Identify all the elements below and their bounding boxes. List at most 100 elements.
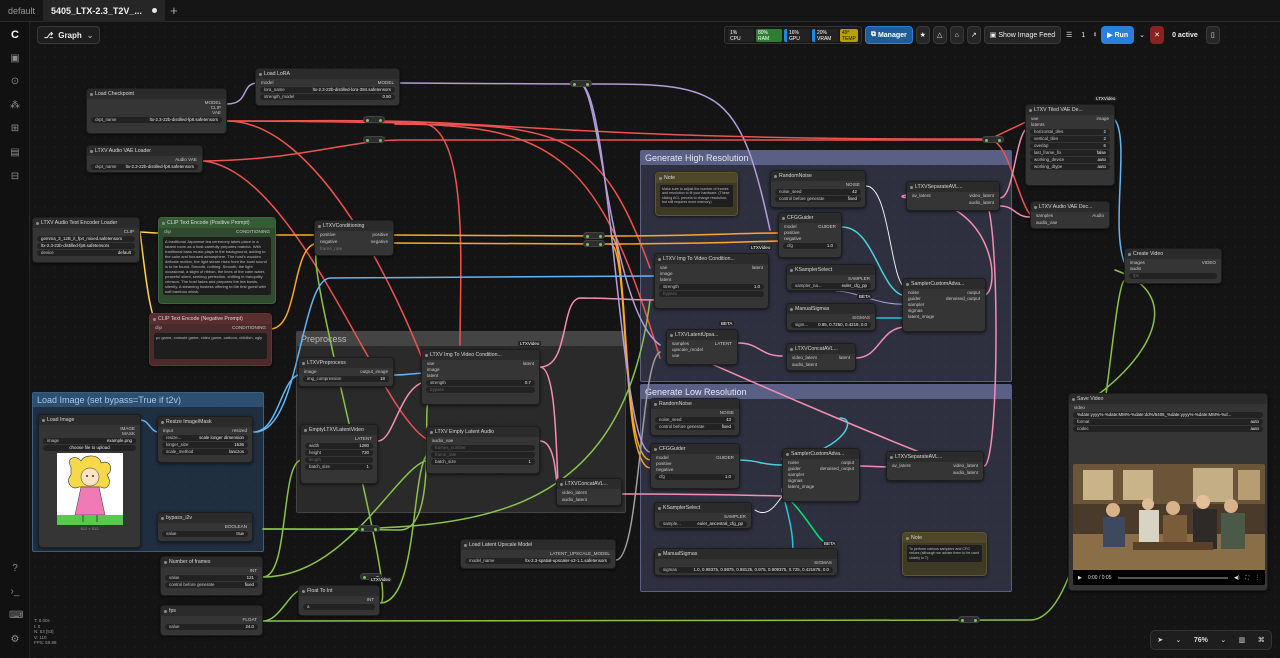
input-vae[interactable]: vae	[427, 361, 435, 366]
output-sampler[interactable]: SAMPLER	[724, 514, 746, 519]
output-video-latent[interactable]: video_latent	[969, 193, 994, 198]
node-load-checkpoint[interactable]: Load Checkpoint MODEL CLIP VAE ckpt_name…	[86, 88, 227, 134]
output-noise[interactable]: NOISE	[719, 410, 734, 415]
reroute-bool[interactable]	[358, 525, 380, 532]
workflows-icon[interactable]: ⊞	[10, 123, 20, 134]
node-float-to-int[interactable]: LTXVideo Float To Int INT a	[298, 577, 393, 616]
widget-bypass[interactable]: bypass	[426, 387, 535, 393]
more-options-icon[interactable]: ⋮	[1255, 574, 1260, 581]
widget-sigmas[interactable]: sigm...0.85, 0.7250, 0.4219, 0.0	[791, 322, 871, 328]
input-noise[interactable]: noise	[908, 290, 919, 295]
node-note-high[interactable]: Note Make sure to adjust the number of f…	[655, 172, 738, 216]
output-int[interactable]: INT	[366, 597, 374, 602]
active-queue-count[interactable]: 0 active	[1172, 31, 1198, 39]
output-boolean[interactable]: BOOLEAN	[224, 524, 247, 529]
widget-resize[interactable]: resize...scale longer dimension	[162, 435, 248, 441]
fullscreen-icon[interactable]: ⛶	[1245, 574, 1249, 581]
input-vae[interactable]: vae	[1031, 116, 1039, 121]
output-latent[interactable]: latent	[522, 361, 534, 366]
output-clip[interactable]: CLIP	[123, 229, 134, 234]
keyboard-icon[interactable]: ⌨	[9, 610, 24, 621]
settings-gear-icon[interactable]: ⚙	[10, 634, 20, 645]
input-latent[interactable]: latent	[427, 373, 439, 378]
widget-fps[interactable]: fps	[1129, 273, 1217, 279]
help-icon[interactable]: ?	[12, 563, 18, 574]
input-positive[interactable]: positive	[784, 230, 800, 235]
zoom-chevron-icon[interactable]: ⌄	[1220, 637, 1227, 644]
queue-icon[interactable]: ▤	[10, 147, 20, 158]
graph-mode-button[interactable]: ⎇ Graph ⌄	[37, 26, 101, 44]
output-resized[interactable]: resized	[232, 428, 247, 433]
input-audio-vae[interactable]: audio_vae	[432, 438, 454, 443]
widget-filename-prefix[interactable]: %date:yyyy%-%date:MM%-%date:dd%/5405_%da…	[1073, 412, 1263, 418]
node-ksampler-select-low[interactable]: KSamplerSelect SAMPLER sample...euler_an…	[654, 502, 752, 529]
output-latent[interactable]: latent	[838, 355, 850, 360]
run-button[interactable]: ▶ Run	[1101, 26, 1135, 44]
output-guider[interactable]: GUIDER	[818, 224, 836, 229]
input-audio-vae[interactable]: audio_vae	[1036, 220, 1058, 225]
note-text[interactable]: Make sure to adjust the number of frames…	[660, 185, 733, 207]
input-latent-image[interactable]: latent_image	[788, 484, 815, 489]
input-latent[interactable]: latent	[660, 277, 672, 282]
input-negative[interactable]: negative	[784, 236, 802, 241]
output-audio-latent[interactable]: audio_latent	[968, 200, 994, 205]
video-player[interactable]: ▶ 0:00 / 0:05 ◀) ⛶ ⋮	[1073, 464, 1265, 585]
input-audio-latent[interactable]: audio_latent	[562, 497, 588, 502]
widget-bypass[interactable]: bypass	[659, 291, 764, 297]
output-sampler[interactable]: SAMPLER	[848, 276, 870, 281]
node-img-to-video-low[interactable]: LTXVideo LTXV Img To Video Condition... …	[421, 341, 542, 405]
input-video[interactable]: video	[1074, 405, 1085, 410]
input-positive[interactable]: positive	[656, 461, 672, 466]
output-audio-vae[interactable]: Audio VAE	[175, 157, 197, 162]
output-conditioning[interactable]: CONDITIONING	[232, 325, 266, 330]
input-clip[interactable]: clip	[155, 325, 162, 330]
batch-count-input[interactable]: 1	[1081, 31, 1086, 39]
node-manual-sigmas-high[interactable]: ManualSigmas SIGMAS sigm...0.85, 0.7250,…	[786, 303, 876, 331]
node-text-encoder-loader[interactable]: LTXV Audio Text Encoder Loader CLIP gemm…	[32, 217, 140, 263]
widget-frames-number[interactable]: frames_number	[431, 445, 535, 451]
input-noise[interactable]: noise	[788, 460, 799, 465]
output-conditioning[interactable]: CONDITIONING	[236, 229, 270, 234]
input-vae[interactable]: vae	[672, 353, 680, 358]
share-button[interactable]: ↗	[966, 26, 981, 44]
input-image[interactable]: image	[304, 369, 317, 374]
input-av-latent[interactable]: av_latent	[892, 463, 911, 468]
play-icon[interactable]: ▶	[1078, 574, 1082, 581]
link-visibility-icon[interactable]: ⌘	[1257, 637, 1265, 644]
chevron-down-icon[interactable]: ⌄	[1175, 637, 1182, 644]
output-image[interactable]: IMAGE	[120, 426, 135, 431]
input-clip[interactable]: clip	[164, 229, 171, 234]
images-icon[interactable]: ▣	[10, 53, 20, 64]
input-samples[interactable]: samples	[672, 341, 690, 346]
output-denoised[interactable]: denoised_output	[946, 296, 980, 301]
node-audio-vae-loader[interactable]: LTXV Audio VAE Loader Audio VAE ckpt_nam…	[86, 145, 203, 173]
input-sigmas[interactable]: sigmas	[788, 478, 803, 483]
input-audio-latent[interactable]: audio_latent	[792, 362, 818, 367]
cancel-button[interactable]: ✕	[1150, 26, 1165, 44]
output-audio[interactable]: Audio	[1092, 213, 1104, 218]
output-latent[interactable]: LATENT	[714, 341, 732, 346]
node-note-low[interactable]: Note To perform various samplers and CFG…	[902, 532, 987, 576]
output-float[interactable]: FLOAT	[242, 617, 257, 622]
